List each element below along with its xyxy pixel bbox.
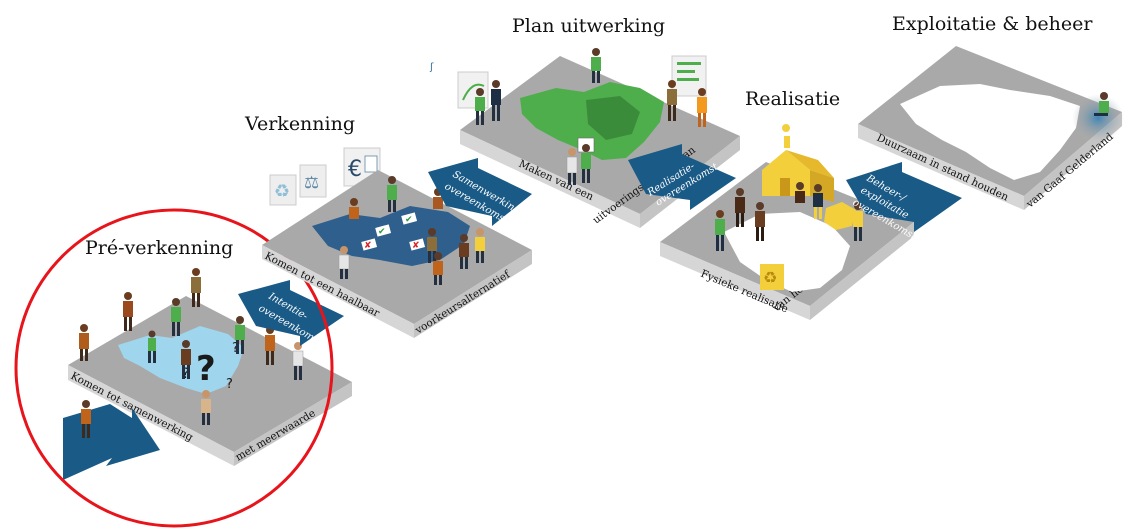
person-figure: [387, 176, 397, 212]
person-figure: [581, 144, 591, 183]
person-figure: [123, 292, 133, 331]
svg-text:⚖: ⚖: [304, 173, 319, 193]
person-figure: [191, 268, 201, 307]
platform-side-right: [810, 222, 914, 320]
cross-icon: ✘: [412, 241, 420, 251]
person-figure: [171, 298, 181, 336]
phase-title-pre-verkenning: Pré-verkenning: [85, 237, 233, 259]
platform-side-left: [68, 365, 234, 466]
person-figure: [795, 182, 805, 203]
check-icon: ✔: [378, 227, 386, 237]
svg-text:♻: ♻: [763, 268, 777, 287]
person-figure: [735, 188, 745, 227]
document-sheet: [409, 238, 426, 251]
region-map-yellow: [824, 202, 856, 230]
person-figure: [338, 246, 350, 279]
platform-side-left: [660, 242, 810, 320]
person-figure: [292, 342, 304, 380]
arrow-samenwerkingsovereenkomst: [428, 158, 532, 226]
person-figure: [459, 234, 469, 269]
recycle-icon: [760, 264, 784, 290]
person-figure: [475, 88, 485, 125]
check-icon: ✔: [405, 215, 413, 225]
phase-title-verkenning: Verkenning: [244, 113, 355, 135]
platform-side-right: [234, 382, 352, 466]
cross-icon: ✘: [364, 241, 372, 251]
person-figure: [201, 390, 211, 425]
recycle-icon: [269, 174, 297, 206]
person-figure: [715, 210, 725, 251]
phase-title-exploitatie-beheer: Exploitatie & beheer: [892, 13, 1093, 35]
platform-side-left: [460, 130, 640, 228]
platform-side-right: [414, 250, 532, 338]
euro-sign: €: [348, 157, 362, 182]
question-mark-icon: ?: [232, 341, 239, 356]
person-figure: [813, 184, 823, 219]
platform-side-left: [858, 124, 1024, 210]
phase-title-realisatie: Realisatie: [745, 88, 840, 110]
region-map-white: [724, 212, 850, 292]
arrow-realisatieovereenkomst: [628, 144, 736, 210]
small-mark: ʃ: [429, 62, 434, 73]
person-figure: [667, 80, 677, 121]
person-figure: [755, 202, 765, 241]
phase-title-plan-uitwerking: Plan uitwerking: [512, 15, 665, 37]
person-figure: [349, 198, 359, 219]
blue-glow: [1072, 94, 1124, 142]
document-sheet: [361, 238, 378, 251]
region-map-white: [900, 84, 1080, 180]
person-figure: [1094, 92, 1109, 116]
person-figure: [81, 400, 91, 438]
chimney: [784, 136, 790, 148]
arrow-beheer-exploitatieovereenkomst: [846, 162, 962, 232]
question-mark-icon: ?: [196, 349, 216, 389]
scale-icon: [299, 164, 327, 198]
person-figure: [591, 48, 601, 83]
person-figure: [235, 316, 245, 354]
person-figure: [79, 324, 89, 361]
svg-text:♻: ♻: [274, 181, 290, 202]
person-figure: [853, 202, 863, 241]
question-mark-icon: ?: [226, 377, 233, 392]
document-sheet: [401, 212, 418, 225]
document-sheet: [375, 224, 392, 237]
person-figure: [148, 330, 156, 363]
highlight-circle: [14, 208, 334, 528]
phase-exploitatie-beheer: Exploitatie & beheer Duurzaam in stand h…: [858, 13, 1124, 211]
question-mark-icon: ?: [182, 366, 189, 382]
person-figure: [475, 228, 485, 263]
person-figure: [433, 252, 443, 285]
region-map-detail: [586, 96, 640, 140]
person-figure: [566, 148, 578, 185]
person-figure: [697, 88, 707, 127]
person-figure: [181, 340, 191, 379]
arrow-intentieovereenkomst: [238, 280, 344, 346]
person-figure: [491, 80, 501, 121]
platform-side-left: [262, 245, 414, 338]
